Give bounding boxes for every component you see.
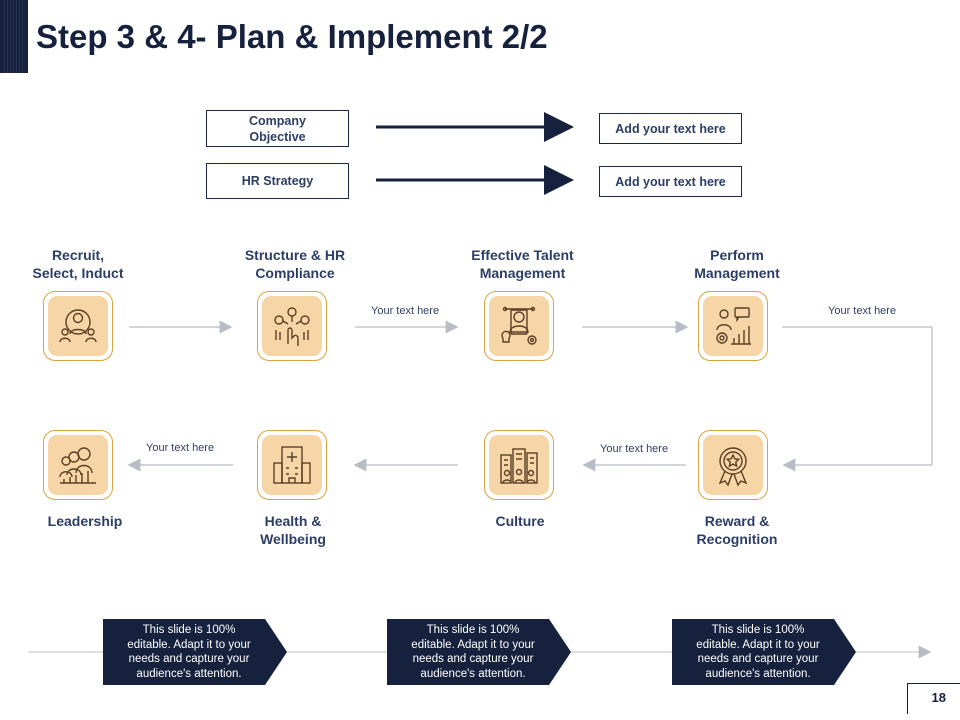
note-health-leadership: Your text here bbox=[146, 442, 215, 454]
page-number-frame bbox=[907, 683, 960, 714]
strategy-text-box: Add your text here bbox=[599, 166, 742, 197]
page-number: 18 bbox=[931, 690, 946, 705]
label-structure: Structure & HR Compliance bbox=[244, 247, 346, 281]
loop-perform-reward bbox=[782, 326, 933, 472]
label-talent: Effective Talent Management bbox=[471, 247, 574, 281]
culture-city-icon bbox=[484, 430, 554, 500]
label-health: Health & Wellbeing bbox=[260, 513, 326, 547]
banner-text-1: This slide is 100% editable. Adapt it to… bbox=[127, 624, 251, 680]
label-perform: Perform Management bbox=[694, 247, 780, 281]
banner-text-2: This slide is 100% editable. Adapt it to… bbox=[411, 624, 535, 680]
recruit-people-icon bbox=[43, 291, 113, 361]
leadership-group-icon bbox=[43, 430, 113, 500]
note-reward-culture: Your text here bbox=[600, 443, 669, 455]
company-objective-box: Company Objective bbox=[206, 110, 349, 147]
talent-manager-icon bbox=[484, 291, 554, 361]
note-perform: Your text here bbox=[828, 305, 897, 317]
label-recruit: Recruit, Select, Induct bbox=[32, 247, 124, 281]
banner-shape-3 bbox=[672, 619, 856, 685]
label-leadership: Leadership bbox=[47, 513, 123, 529]
reward-medal-icon bbox=[698, 430, 768, 500]
label-culture: Culture bbox=[495, 513, 545, 529]
note-structure-talent: Your text here bbox=[371, 305, 440, 317]
objective-text-box: Add your text here bbox=[599, 113, 742, 144]
page-title: Step 3 & 4- Plan & Implement 2/2 bbox=[36, 18, 548, 55]
banner-shape-2 bbox=[387, 619, 571, 685]
label-reward: Reward & Recognition bbox=[696, 513, 778, 547]
hr-strategy-box: HR Strategy bbox=[206, 163, 349, 199]
banner-shape-1 bbox=[103, 619, 287, 685]
performance-chart-icon bbox=[698, 291, 768, 361]
banner-text-3: This slide is 100% editable. Adapt it to… bbox=[696, 624, 820, 680]
structure-hand-network-icon bbox=[257, 291, 327, 361]
corner-accent bbox=[0, 0, 28, 73]
hospital-building-icon bbox=[257, 430, 327, 500]
